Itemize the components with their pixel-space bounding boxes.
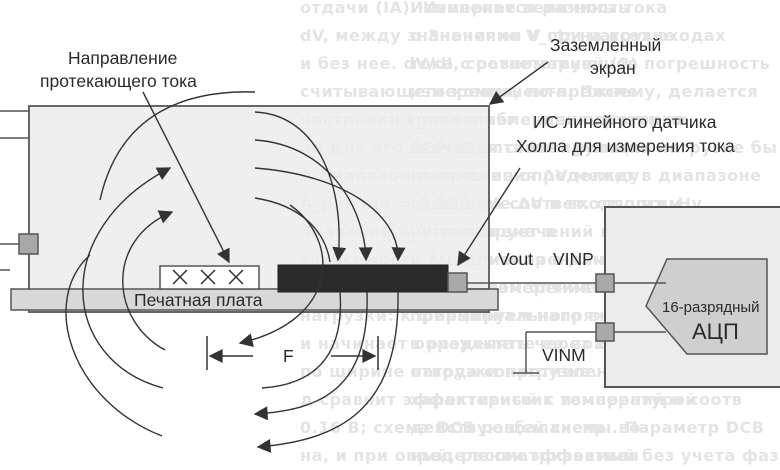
background-text-line: и без нее. dV/dI, соответствующее	[300, 54, 639, 73]
magnetic-field-lines-below	[253, 291, 399, 453]
grounded-shield-label-line1: Заземленный	[550, 35, 661, 55]
current-direction-label-line2: протекающего тока	[40, 71, 197, 91]
grounded-shield-leader	[488, 61, 549, 105]
background-text-line: действующей схемы. Параметр DСВ	[410, 418, 765, 437]
background-text-line: по ширине нагрузки нагрузке. В последн	[300, 362, 705, 381]
background-text-line: ный, рассматриваемый без учета фазы	[410, 446, 780, 465]
background-text-line: на, и при определении эффективн	[300, 446, 640, 465]
background-text-line: dV, между значениями V при нагрузке	[300, 26, 676, 45]
force-label: F	[283, 346, 294, 366]
vinp-pad	[595, 273, 615, 293]
adc-label-line1: 16-разрядный	[662, 299, 760, 316]
background-text-line: 0.16 В; схема DСВ разбалансир. во	[300, 418, 641, 437]
background-text-line: и начинает определять через Бол	[300, 334, 633, 353]
background-text-line: о Значение V_ctr на всех входах	[410, 26, 727, 45]
adc-block	[645, 258, 768, 355]
hall-ic-label-line1: ИС линейного датчика	[533, 112, 717, 132]
force-dimension	[206, 336, 379, 370]
hall-ic-label-line2: Холла для измерения тока	[516, 136, 735, 156]
current-direction-label-line1: Направление	[68, 48, 177, 68]
current-direction-leader	[142, 91, 230, 264]
background-text-line: ВЕРНО оптимизирующих нагрузке бы	[410, 138, 778, 157]
background-text-line: Изменение величины тока	[410, 0, 668, 17]
vout-label: Vout	[498, 249, 533, 269]
background-text-line: д сравнит эффективный с температурой	[300, 390, 698, 409]
background-text-line: считывающего компонента. После	[300, 82, 639, 101]
vinp-label: VINP	[553, 249, 594, 269]
grounded-shield-label-line2: экран	[590, 58, 636, 78]
background-text-line: изменение определяет в диапазоне	[410, 166, 762, 185]
conductor-bar	[277, 264, 449, 293]
background-text-line: тока с равномерной (2) погрешность	[410, 54, 771, 73]
shield-connector-pad	[18, 233, 39, 255]
vinm-pad	[595, 322, 615, 342]
hall-sensor-ic	[447, 272, 468, 293]
hall-ic-leader	[457, 167, 521, 267]
magnetic-field-lines-left	[65, 167, 174, 437]
pcb-label: Печатная плата	[134, 290, 263, 310]
current-into-page-marks	[172, 269, 244, 285]
background-text-line: отдачи (IA). Измеряется разность	[300, 0, 629, 17]
background-text-line: характеристик измерений и соотв	[410, 390, 743, 409]
adc-label-line2: АЦП	[692, 319, 739, 344]
vinm-label: VINM	[542, 345, 586, 365]
magnetic-field-lines-right	[254, 111, 406, 263]
